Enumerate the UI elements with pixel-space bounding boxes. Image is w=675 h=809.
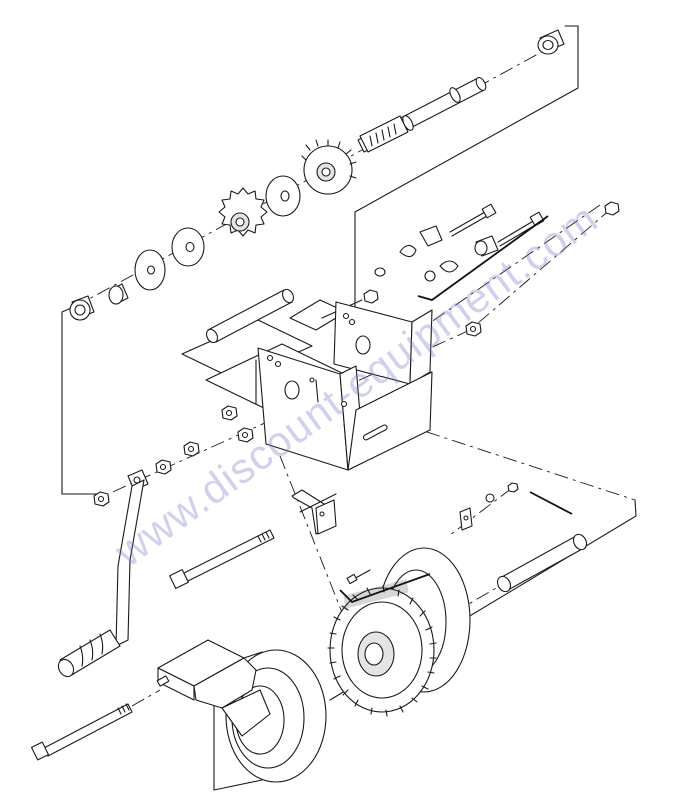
pawl-bolt-cluster: [363, 201, 620, 304]
bushing-left-upper: [69, 295, 95, 321]
bevel-pinion-gear: [301, 139, 357, 195]
winch-frame-bracket: [255, 301, 433, 471]
spacer-sleeve-upper: [108, 283, 129, 305]
spacer-tube-upper: [205, 288, 295, 344]
spacer-tube-lower: [496, 533, 588, 593]
crank-handle: [57, 469, 149, 678]
clip-bracket: [291, 489, 337, 535]
sprocket-gear: [218, 187, 268, 237]
base-mount-bracket: [156, 639, 271, 737]
hardware-nuts-lower: [93, 321, 482, 507]
main-spur-gear: [327, 573, 437, 717]
through-bolt-middle: [169, 529, 275, 589]
washer-middle-upper: [171, 227, 205, 267]
top-bushing: [537, 29, 565, 55]
through-bolt-bottom: [30, 689, 161, 761]
washer-large-upper: [265, 175, 301, 217]
ratchet-pawl-parts: [346, 482, 573, 585]
washer-left-upper: [134, 249, 166, 291]
main-shaft: [357, 76, 487, 153]
